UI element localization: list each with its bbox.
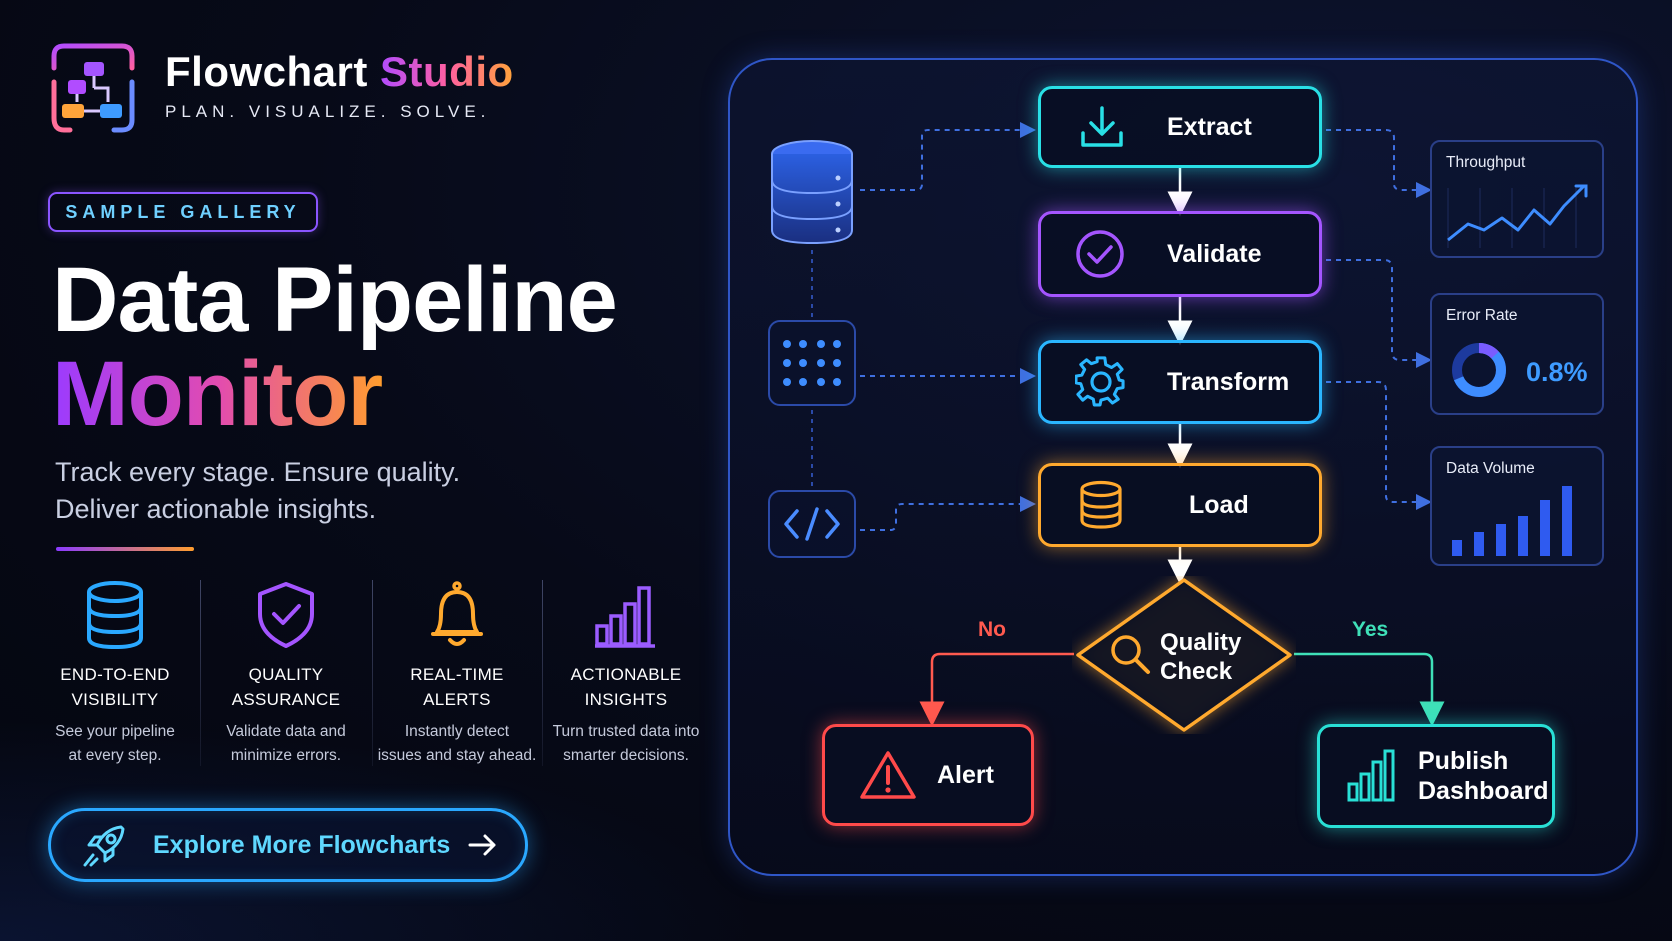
error-rate-value: 0.8% [1526,357,1588,387]
validate-node[interactable]: Validate [1038,211,1322,297]
data-volume-card[interactable]: Data Volume [1430,446,1604,566]
error-rate-title: Error Rate [1446,307,1518,324]
grid-dots-source[interactable] [768,320,856,406]
rocket-icon [83,825,125,867]
warning-icon [860,751,916,799]
load-node[interactable]: Load [1038,463,1322,547]
flowchart-logo-icon [51,43,135,133]
bar-chart-icon [1347,749,1395,802]
check-circle-icon [1076,230,1124,278]
publish-dashboard-label: Publish Dashboard [1418,747,1549,805]
extract-node[interactable]: Extract [1038,86,1322,168]
brand: Flowchart Studio PLAN. VISUALIZE. SOLVE. [165,48,514,122]
data-volume-bar-chart [1452,486,1572,556]
error-rate-card[interactable]: Error Rate 0.8% [1430,293,1604,415]
branch-no-label: No [978,618,1006,641]
branch-yes-label: Yes [1352,618,1389,641]
load-label: Load [1189,490,1249,519]
error-rate-donut-chart [1452,343,1506,397]
page-subtitle: Track every stage. Ensure quality. Deliv… [55,457,461,524]
brand-name: Flowchart Studio [165,48,514,95]
extract-label: Extract [1167,112,1252,141]
bell-icon [431,581,483,646]
alert-node[interactable]: Alert [822,724,1034,826]
page-title-line1: Data Pipeline [52,249,618,351]
shield-check-icon [258,582,314,648]
sample-gallery-badge[interactable]: SAMPLE GALLERY [48,192,318,232]
code-source[interactable] [768,490,856,558]
throughput-card[interactable]: Throughput [1430,140,1604,258]
gear-icon [1075,356,1125,407]
quality-check-decision[interactable] [1072,576,1296,734]
alert-label: Alert [937,760,994,789]
arrow-right-icon [468,834,496,856]
transform-label: Transform [1167,367,1290,396]
explore-more-button[interactable]: Explore More Flowcharts [48,808,528,882]
data-volume-title: Data Volume [1446,460,1535,477]
validate-label: Validate [1167,239,1262,268]
database-load-icon [1080,480,1122,529]
quality-check-label: Quality Check [1160,629,1242,685]
grid-dots-icon [783,340,841,386]
code-icon [784,507,840,541]
transform-node[interactable]: Transform [1038,340,1322,424]
database-icon [87,581,143,650]
download-icon [1081,106,1123,147]
publish-dashboard-node[interactable]: Publish Dashboard [1317,724,1555,828]
page-title-line2: Monitor [52,343,383,445]
gradient-divider [56,547,194,551]
throughput-sparkline [1447,184,1588,248]
bar-chart-icon [595,586,655,648]
throughput-title: Throughput [1446,154,1526,171]
explore-more-label: Explore More Flowcharts [153,830,451,859]
brand-tagline: PLAN. VISUALIZE. SOLVE. [165,102,491,121]
search-icon [1111,635,1150,674]
database-source-icon [771,140,853,245]
